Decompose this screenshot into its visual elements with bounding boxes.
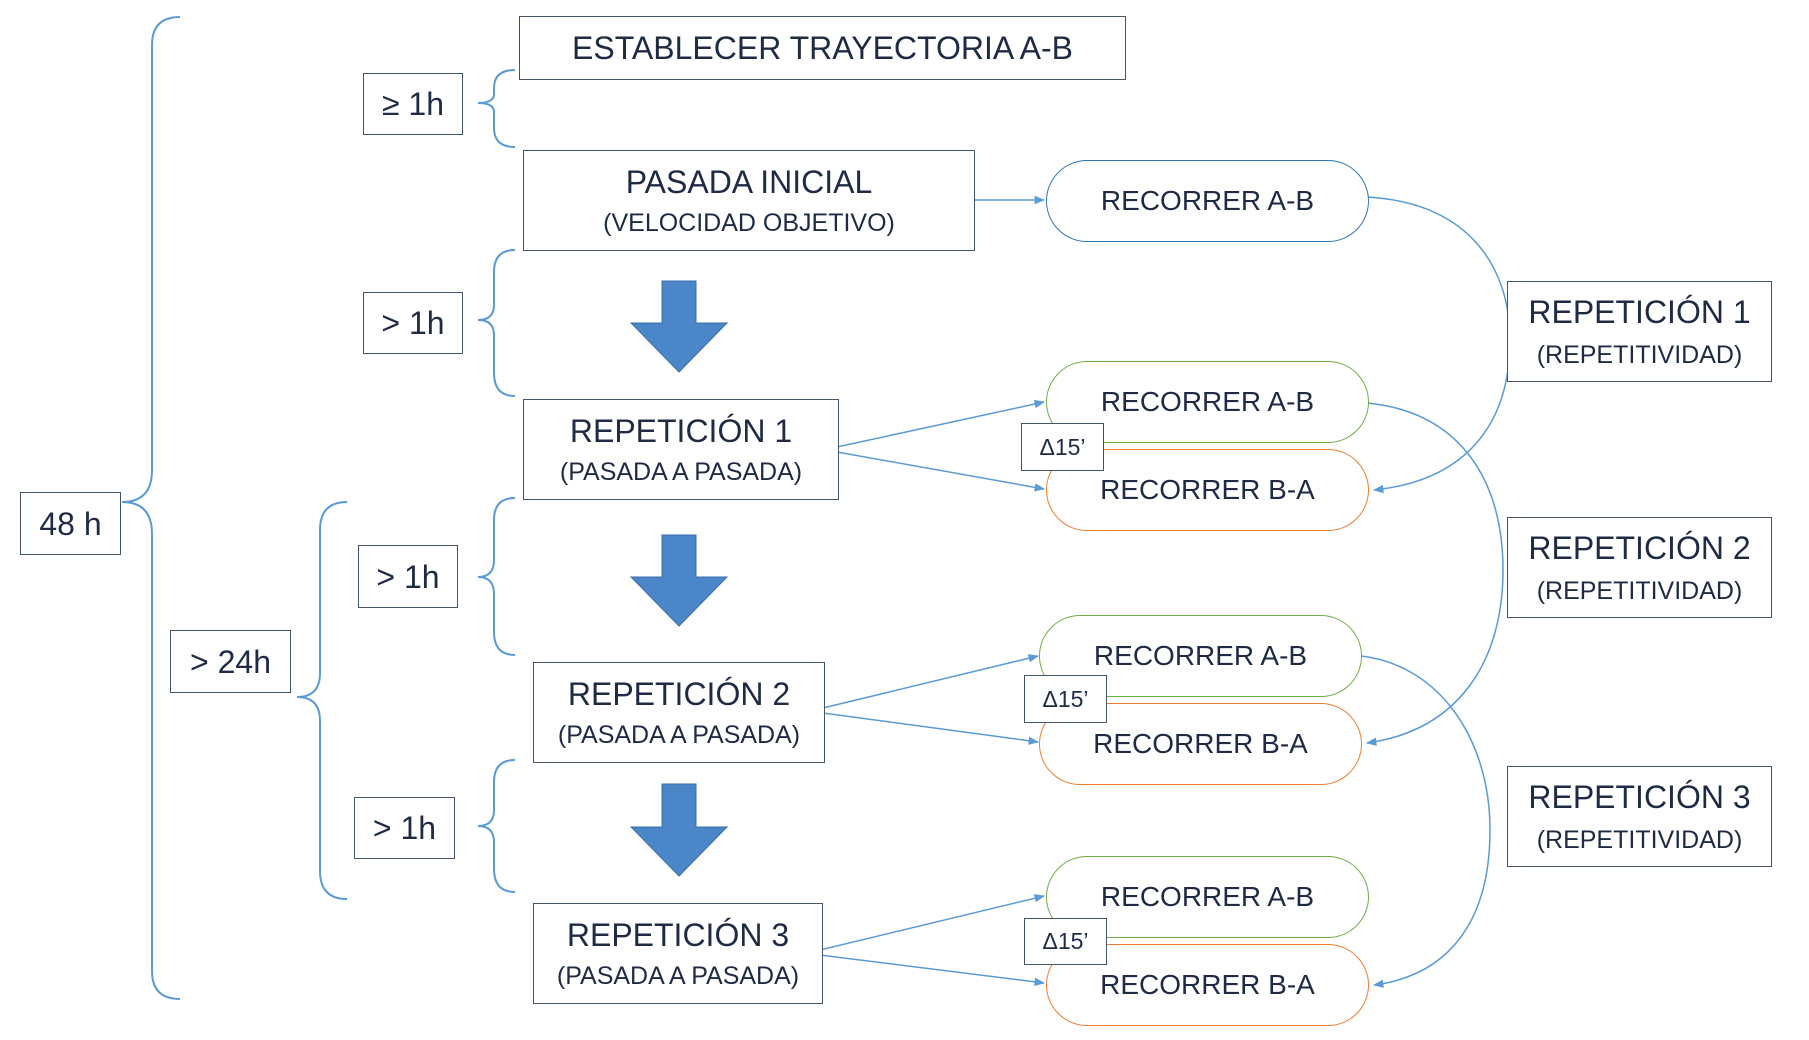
time-gt24h: > 24h	[170, 630, 291, 693]
repetitividad-2-title: REPETICIÓN 2	[1528, 529, 1751, 566]
connector-rep3-ab	[819, 894, 1046, 951]
time-gte1h-label: ≥ 1h	[381, 86, 445, 122]
run-initial-ab: RECORRER A-B	[1046, 160, 1369, 242]
brace-gt1h-c	[477, 759, 516, 893]
curve-repetitividad-3	[1360, 655, 1491, 988]
step-pasada-inicial-subtitle: (VELOCIDAD OBJETIVO)	[603, 208, 895, 237]
time-gt1h-c: > 1h	[354, 797, 455, 859]
run-rep1-ab-label: RECORRER A-B	[1100, 386, 1315, 417]
down-arrow-2	[629, 534, 729, 627]
run-rep3-ba-label: RECORRER B-A	[1100, 969, 1315, 1000]
step-repeticion-3: REPETICIÓN 3 (PASADA A PASADA)	[533, 903, 823, 1004]
time-gt1h-a-label: > 1h	[381, 305, 445, 341]
step-repeticion-1-subtitle: (PASADA A PASADA)	[559, 457, 803, 486]
step-repeticion-1: REPETICIÓN 1 (PASADA A PASADA)	[523, 399, 839, 500]
repetitividad-3: REPETICIÓN 3 (REPETITIVIDAD)	[1507, 766, 1772, 867]
step-establecer-label: ESTABLECER TRAYECTORIA A-B	[572, 30, 1073, 66]
connector-rep2-ab	[822, 654, 1040, 709]
brace-gte1h	[477, 69, 516, 148]
step-repeticion-3-title: REPETICIÓN 3	[566, 916, 790, 953]
delta-rep2-label: Δ15’	[1042, 685, 1089, 712]
brace-gt1h-b	[477, 497, 516, 656]
step-repeticion-3-subtitle: (PASADA A PASADA)	[556, 961, 800, 990]
delta-rep1-label: Δ15’	[1039, 433, 1086, 460]
run-rep3-ab-label: RECORRER A-B	[1100, 881, 1315, 912]
connector-rep1-ba	[836, 451, 1046, 492]
delta-rep2: Δ15’	[1024, 675, 1107, 723]
step-establecer-trayectoria: ESTABLECER TRAYECTORIA A-B	[519, 16, 1126, 80]
connector-rep2-ba	[822, 712, 1040, 745]
connector-rep3-ba	[819, 954, 1046, 986]
step-repeticion-2: REPETICIÓN 2 (PASADA A PASADA)	[533, 662, 825, 763]
step-repeticion-2-title: REPETICIÓN 2	[567, 675, 791, 712]
run-initial-ab-label: RECORRER A-B	[1100, 185, 1315, 216]
connector-rep1-ab	[836, 399, 1046, 448]
time-gt1h-b-label: > 1h	[376, 558, 440, 595]
step-pasada-inicial-title: PASADA INICIAL	[625, 163, 873, 200]
run-rep2-ab-label: RECORRER A-B	[1093, 640, 1308, 671]
step-pasada-inicial: PASADA INICIAL (VELOCIDAD OBJETIVO)	[523, 150, 975, 251]
delta-rep3: Δ15’	[1024, 918, 1107, 965]
delta-rep3-label: Δ15’	[1042, 928, 1089, 955]
repetitividad-1: REPETICIÓN 1 (REPETITIVIDAD)	[1507, 281, 1772, 382]
curve-repetitividad-2	[1365, 402, 1504, 746]
brace-gt1h-a	[477, 249, 516, 397]
repetitividad-1-title: REPETICIÓN 1	[1528, 293, 1751, 330]
run-rep2-ba-label: RECORRER B-A	[1093, 728, 1308, 759]
repetitividad-3-subtitle: (REPETITIVIDAD)	[1536, 825, 1743, 854]
repetitividad-1-subtitle: (REPETITIVIDAD)	[1536, 340, 1743, 369]
repetitividad-2: REPETICIÓN 2 (REPETITIVIDAD)	[1507, 517, 1772, 618]
time-gt1h-b: > 1h	[358, 545, 458, 608]
step-repeticion-1-title: REPETICIÓN 1	[569, 412, 793, 449]
time-total: 48 h	[20, 492, 121, 555]
time-gte1h: ≥ 1h	[363, 73, 463, 135]
down-arrow-1	[629, 280, 729, 373]
brace-gt24h	[296, 501, 348, 900]
curve-repetitividad-1	[1366, 196, 1511, 494]
time-gt1h-c-label: > 1h	[372, 810, 437, 846]
time-gt1h-a: > 1h	[363, 292, 463, 354]
time-total-label: 48 h	[39, 505, 102, 542]
brace-48h	[121, 16, 181, 1000]
time-gt24h-label: > 24h	[190, 643, 271, 680]
repetitividad-3-title: REPETICIÓN 3	[1528, 778, 1751, 815]
run-rep1-ba-label: RECORRER B-A	[1100, 474, 1315, 505]
step-repeticion-2-subtitle: (PASADA A PASADA)	[557, 720, 801, 749]
down-arrow-3	[629, 783, 729, 877]
repetitividad-2-subtitle: (REPETITIVIDAD)	[1536, 576, 1743, 605]
delta-rep1: Δ15’	[1021, 423, 1104, 471]
